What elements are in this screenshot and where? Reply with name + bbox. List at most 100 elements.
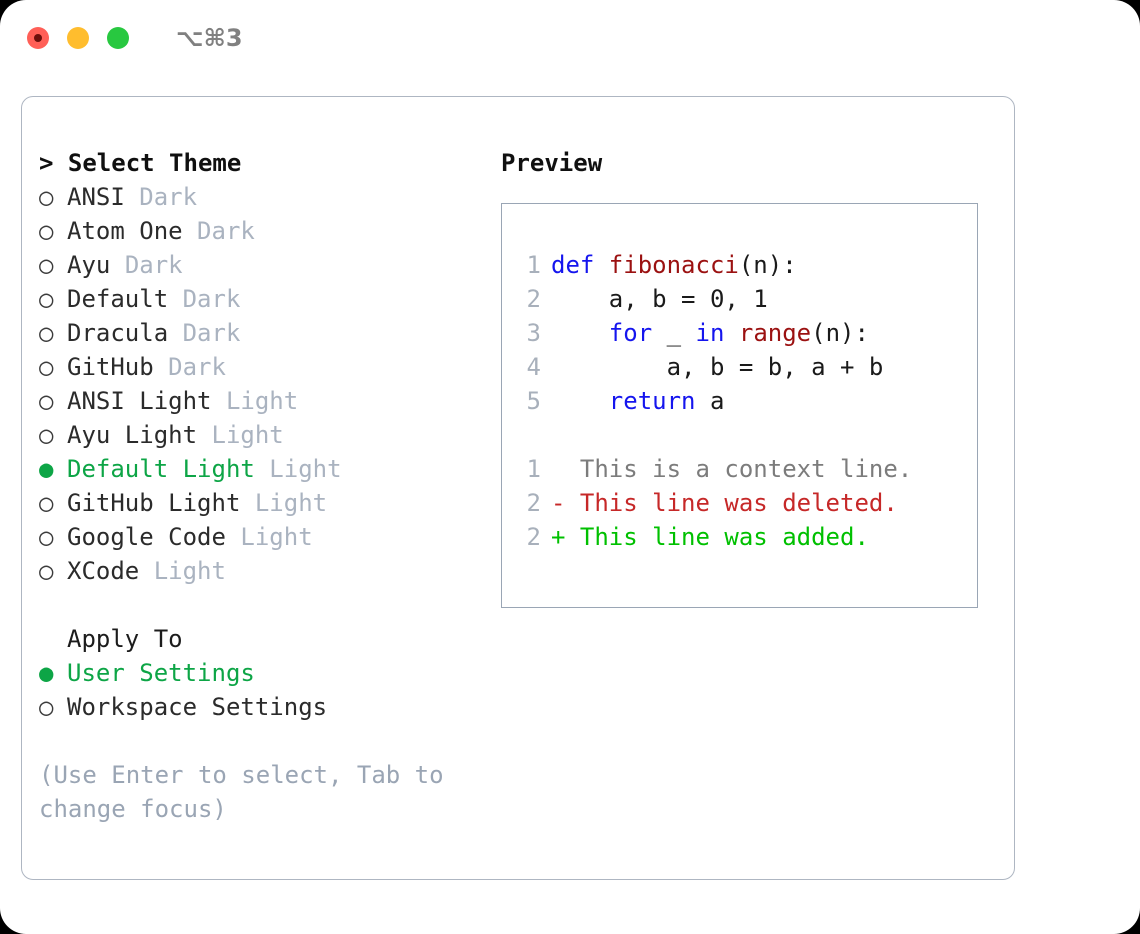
theme-category-tag: Dark [197, 217, 255, 245]
code-token [551, 387, 609, 415]
diff-marker: - [551, 489, 580, 517]
apply-to-label: Apply To [67, 625, 183, 653]
code-line: 5 return a [511, 384, 977, 418]
label-gap [125, 180, 139, 214]
theme-option-github-light[interactable]: ○ GitHub Light Light [39, 486, 489, 520]
radio-unselected-icon: ○ [39, 251, 54, 279]
code-text: a, b = b, a + b [551, 350, 884, 384]
code-token: return [608, 387, 696, 415]
line-number: 2 [526, 523, 541, 551]
diff-line: 2+ This line was added. [511, 520, 977, 554]
close-button[interactable] [27, 27, 49, 49]
radio-unselected-icon: ○ [39, 319, 54, 347]
minimize-button[interactable] [67, 27, 89, 49]
diff-text: This line was deleted. [579, 489, 898, 517]
line-number: 2 [526, 489, 541, 517]
line-number: 2 [526, 285, 541, 313]
code-line: 2 a, b = 0, 1 [511, 282, 977, 316]
theme-option-github[interactable]: ○ GitHub Dark [39, 350, 489, 384]
apply-to-option-label: Workspace Settings [67, 693, 328, 721]
theme-option-google-code[interactable]: ○ Google Code Light [39, 520, 489, 554]
select-theme-header: > Select Theme [39, 149, 242, 177]
diff-text: This is a context line. [579, 455, 913, 483]
theme-list: ○ANSI Dark○Atom One Dark○Ayu Dark○Defaul… [39, 180, 489, 588]
label-gap [139, 554, 153, 588]
theme-option-label: Google Code [67, 523, 226, 551]
theme-category-tag: Light [269, 455, 342, 483]
code-token: range [738, 319, 812, 347]
theme-option-ansi-light[interactable]: ○ANSI Light Light [39, 384, 489, 418]
label-gap [240, 486, 254, 520]
traffic-light-buttons [27, 27, 129, 49]
code-text: a, b = 0, 1 [551, 282, 768, 316]
code-token: a, b = b, a + b [551, 353, 884, 381]
theme-list-column: > Select Theme ○ANSI Dark○Atom One Dark○… [39, 146, 489, 826]
code-token [551, 319, 609, 347]
theme-option-atom-one[interactable]: ○Atom One Dark [39, 214, 489, 248]
label-gap [110, 248, 124, 282]
label-gap [154, 350, 168, 384]
radio-unselected-icon: ○ [39, 353, 54, 381]
diff-marker [551, 452, 580, 486]
theme-option-ansi[interactable]: ○ ANSI Dark [39, 180, 489, 214]
theme-category-tag: Dark [168, 353, 226, 381]
label-gap [168, 316, 182, 350]
radio-unselected-icon: ○ [39, 489, 54, 517]
line-number: 1 [526, 455, 541, 483]
theme-option-label: ANSI Light [67, 387, 212, 415]
theme-category-tag: Light [254, 489, 328, 517]
list-spacer [39, 588, 489, 622]
theme-category-tag: Dark [182, 319, 241, 347]
radio-unselected-icon: ○ [39, 421, 54, 449]
theme-category-tag: Light [240, 523, 313, 551]
theme-option-label: ANSI [67, 183, 125, 211]
apply-to-option-label: User Settings [67, 659, 255, 687]
label-gap [226, 520, 240, 554]
theme-option-label: Default Light [67, 455, 255, 483]
theme-option-label: XCode [67, 557, 140, 585]
theme-option-label: GitHub [67, 353, 154, 381]
diff-spacer [511, 418, 977, 452]
code-token [724, 319, 738, 347]
label-gap [168, 282, 182, 316]
theme-option-ayu-light[interactable]: ○Ayu Light Light [39, 418, 489, 452]
diff-line: 2- This line was deleted. [511, 486, 977, 520]
code-text: return a [551, 384, 725, 418]
maximize-button[interactable] [107, 27, 129, 49]
label-gap [255, 452, 269, 486]
diff-line: 1 This is a context line. [511, 452, 977, 486]
theme-category-tag: Dark [139, 183, 198, 211]
code-token: a [695, 387, 725, 415]
code-text: def fibonacci(n): [551, 248, 797, 282]
label-gap [212, 384, 226, 418]
title-bar: ⌥⌘3 [0, 0, 1140, 76]
code-token: (n): [738, 251, 797, 279]
theme-option-default-light[interactable]: ●Default Light Light [39, 452, 489, 486]
radio-unselected-icon: ○ [39, 693, 54, 721]
label-gap [183, 214, 197, 248]
apply-to-list: ●User Settings ○ Workspace Settings [39, 656, 489, 724]
theme-option-label: Ayu Light [67, 421, 198, 449]
apply-to-option-workspace-settings[interactable]: ○ Workspace Settings [39, 690, 489, 724]
theme-category-tag: Light [225, 387, 299, 415]
theme-option-dracula[interactable]: ○Dracula Dark [39, 316, 489, 350]
apply-to-option-user-settings[interactable]: ●User Settings [39, 656, 489, 690]
theme-option-xcode[interactable]: ○XCode Light [39, 554, 489, 588]
theme-option-label: Ayu [67, 251, 111, 279]
diff-marker: + [551, 523, 580, 551]
radio-unselected-icon: ○ [39, 183, 54, 211]
code-text: for _ in range(n): [551, 316, 869, 350]
theme-option-default[interactable]: ○Default Dark [39, 282, 489, 316]
radio-unselected-icon: ○ [39, 523, 54, 551]
radio-unselected-icon: ○ [39, 217, 54, 245]
code-token: def [551, 251, 609, 279]
code-token: fibonacci [608, 251, 739, 279]
theme-category-tag: Light [153, 557, 226, 585]
theme-option-label: GitHub Light [67, 489, 241, 517]
theme-option-ayu[interactable]: ○Ayu Dark [39, 248, 489, 282]
